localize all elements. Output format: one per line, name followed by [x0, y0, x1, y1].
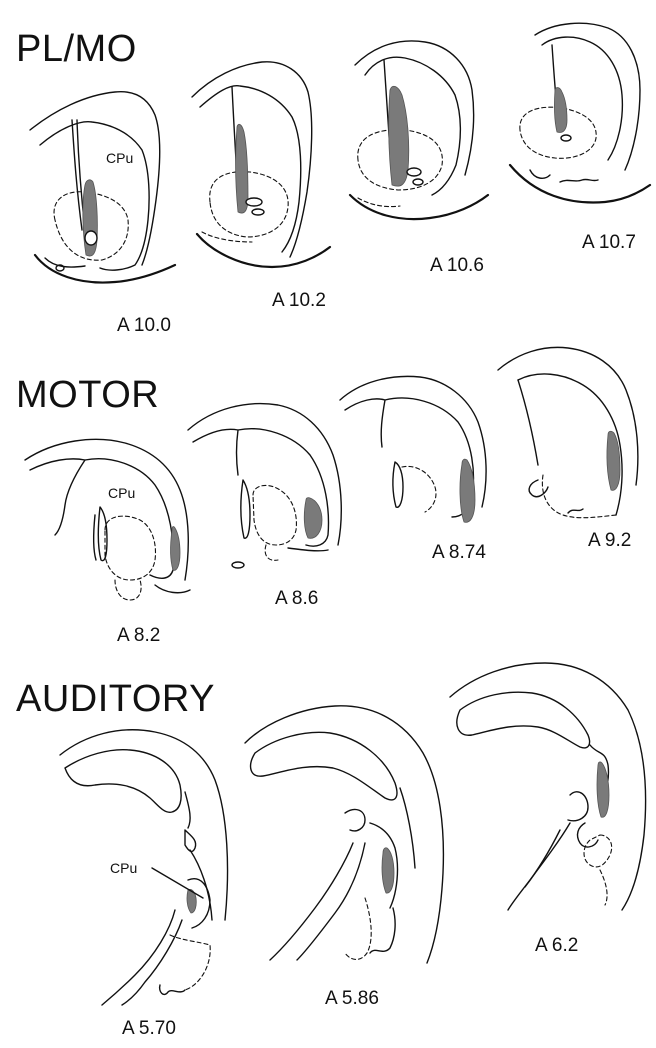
brain-slice-a10-2	[192, 62, 337, 282]
brain-slice-a5-86	[245, 698, 450, 978]
brain-slice-a10-7	[510, 20, 650, 220]
slice-label-a8-2: A 8.2	[117, 625, 160, 647]
slice-label-a8-74: A 8.74	[432, 542, 486, 564]
slice-label-a10-6: A 10.6	[430, 255, 484, 277]
region-label-cpu: CPu	[110, 860, 137, 876]
slice-label-a10-2: A 10.2	[272, 290, 326, 312]
slice-label-a6-2: A 6.2	[535, 935, 578, 957]
section-heading-auditory: AUDITORY	[16, 680, 215, 718]
slice-label-a5-86: A 5.86	[325, 988, 379, 1010]
brain-slice-a10-0	[30, 90, 180, 300]
slice-label-a5-70: A 5.70	[122, 1018, 176, 1040]
brain-slice-a8-6	[188, 400, 348, 580]
brain-slice-a6-2	[450, 655, 650, 945]
slice-label-a10-7: A 10.7	[582, 232, 636, 254]
slice-label-a10-0: A 10.0	[117, 315, 171, 337]
brain-slice-a8-2	[25, 435, 195, 615]
brain-slice-a9-2	[498, 345, 648, 535]
section-heading-motor: MOTOR	[16, 376, 159, 414]
brain-slice-a5-70	[60, 720, 240, 1010]
section-heading-plmo: PL/MO	[16, 30, 137, 68]
brain-slice-a8-74	[340, 372, 500, 552]
slice-label-a9-2: A 9.2	[588, 530, 631, 552]
region-label-cpu: CPu	[108, 485, 135, 501]
slice-label-a8-6: A 8.6	[275, 588, 318, 610]
brain-slice-a10-6	[350, 40, 490, 240]
region-label-cpu: CPu	[106, 150, 133, 166]
